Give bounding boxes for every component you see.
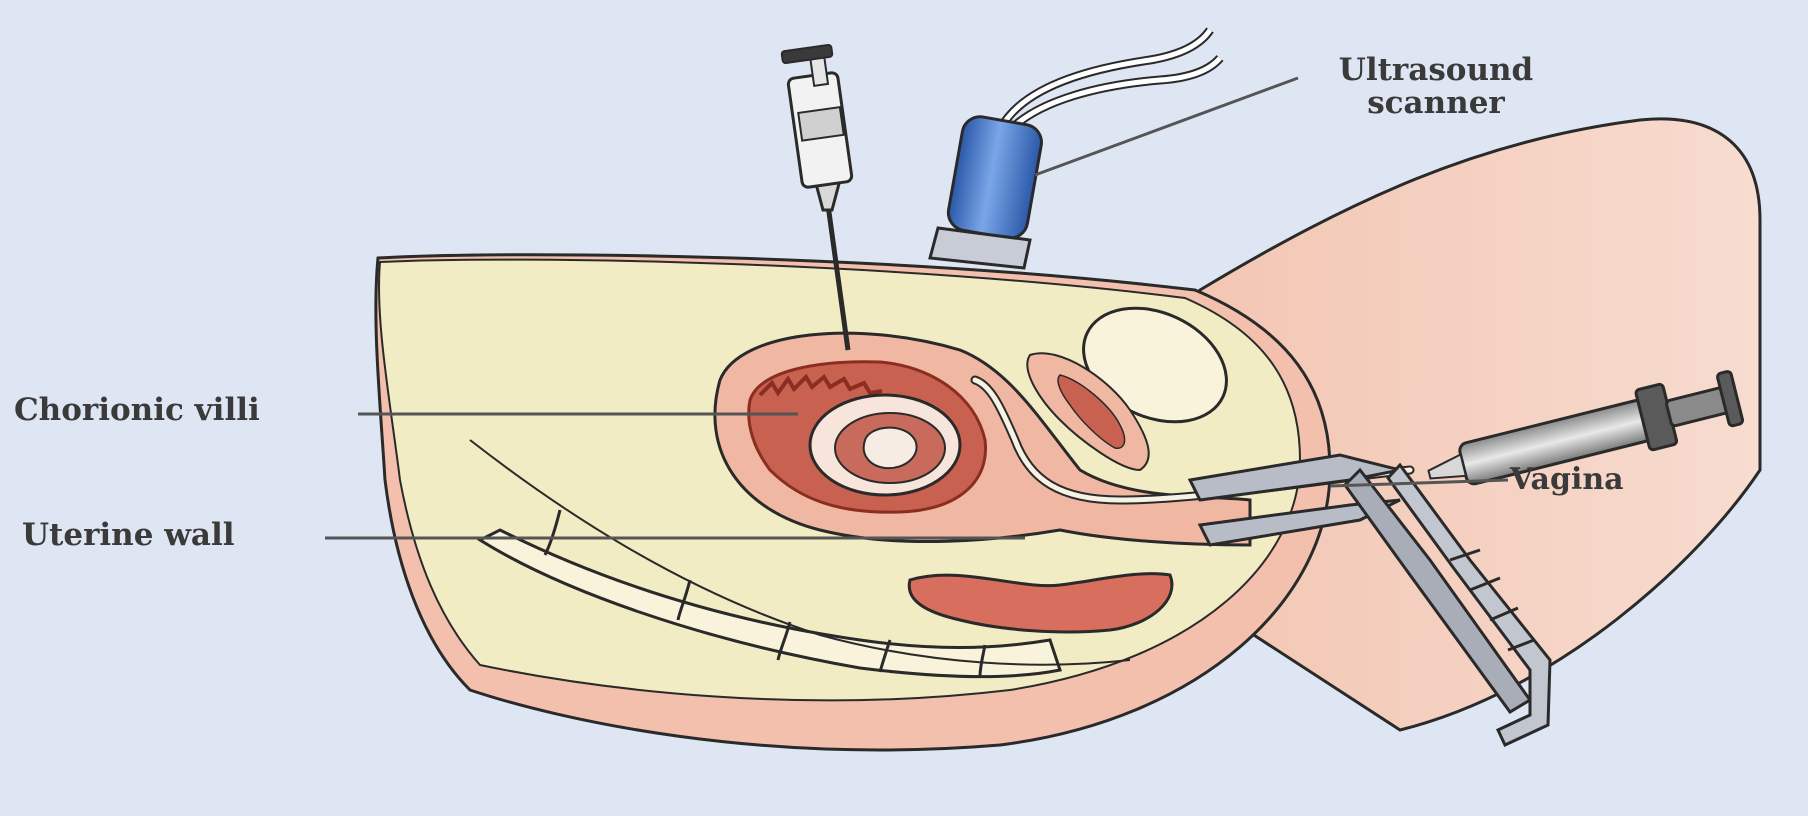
label-ultrasound-line2: scanner — [1296, 87, 1576, 120]
label-ultrasound-line1: Ultrasound — [1296, 54, 1576, 87]
label-ultrasound-scanner: Ultrasound scanner — [1296, 54, 1576, 119]
label-chorionic-villi: Chorionic villi — [14, 395, 260, 426]
label-uterine-wall: Uterine wall — [22, 520, 235, 551]
embryo — [864, 428, 917, 469]
label-vagina: Vagina — [1510, 465, 1624, 495]
